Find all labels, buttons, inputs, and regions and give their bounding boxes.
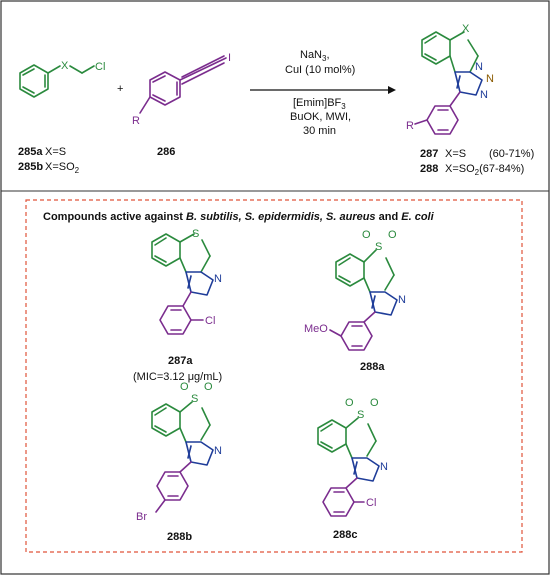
compound-288a: S O O N MeO — [304, 229, 406, 351]
cond-line4: BuOK, MWI, — [290, 111, 351, 123]
product-r-group: R — [406, 120, 414, 132]
label-288a: 288a — [360, 361, 385, 373]
panel-title: Compounds active against B. subtilis, S.… — [43, 211, 435, 223]
compound-287a: S N Cl — [151, 228, 222, 335]
reactant-x-atom: X — [61, 60, 69, 72]
compound-288b: S O O N Br — [136, 381, 222, 523]
reactant-286-structure: I R — [132, 52, 231, 127]
product-x-atom: X — [462, 23, 470, 35]
compound-288b-s: S — [191, 393, 198, 405]
iodine-atom: I — [228, 52, 231, 64]
compound-288c-o2: O — [370, 397, 379, 409]
arrow-head — [388, 86, 396, 94]
compound-288c-cl: Cl — [366, 497, 376, 509]
label-285b: 285b — [18, 161, 43, 173]
compound-288a-meo: MeO — [304, 323, 328, 335]
compound-288c-s: S — [357, 409, 364, 421]
reactant-r-group: R — [132, 115, 140, 127]
compound-288c: S O O N Cl — [317, 397, 388, 517]
compound-288b-n: N — [214, 445, 222, 457]
compound-287a-s: S — [192, 228, 199, 240]
label-288b: 288b — [167, 531, 192, 543]
label-288c: 288c — [333, 529, 357, 541]
label-285a: 285a — [18, 146, 43, 158]
product-n2: N — [486, 73, 494, 85]
label-288: 288 — [420, 163, 438, 175]
cond-line5: 30 min — [303, 125, 336, 137]
active-compounds-panel — [25, 199, 523, 553]
compound-288b-br: Br — [136, 511, 147, 523]
label-287: 287 — [420, 148, 438, 160]
compound-287a-cl: Cl — [205, 315, 215, 327]
cond-line3: [Emim]BF3 — [293, 97, 346, 111]
label-285a-x: X=S — [45, 146, 66, 158]
product-n3: N — [480, 89, 488, 101]
compound-288a-o2: O — [388, 229, 397, 241]
compound-288a-s: S — [375, 241, 382, 253]
product-n1: N — [475, 61, 483, 73]
compound-287a-n: N — [214, 273, 222, 285]
label-287a-mic: (MIC=3.12 μg/mL) — [133, 371, 222, 383]
cond-line1: NaN3, — [300, 49, 330, 63]
label-287-x: X=S — [445, 148, 466, 160]
product-structure: X N N N R — [406, 23, 494, 135]
label-287-yield: (60-71%) — [489, 148, 534, 160]
compound-288b-o1: O — [180, 381, 189, 393]
compound-288c-n: N — [380, 461, 388, 473]
reactant-cl-atom: Cl — [95, 61, 105, 73]
compound-288a-o1: O — [362, 229, 371, 241]
label-287a: 287a — [168, 355, 193, 367]
label-285b-x: X=SO2 — [45, 161, 80, 175]
compound-288a-n: N — [398, 294, 406, 306]
cond-line2: CuI (10 mol%) — [285, 64, 355, 76]
plus-sign: + — [117, 83, 123, 95]
compound-288c-o1: O — [345, 397, 354, 409]
reactant-285-structure: X Cl — [19, 60, 105, 98]
label-288-x: X=SO2(67-84%) — [445, 163, 524, 177]
compound-288b-o2: O — [204, 381, 213, 393]
label-286: 286 — [157, 146, 175, 158]
